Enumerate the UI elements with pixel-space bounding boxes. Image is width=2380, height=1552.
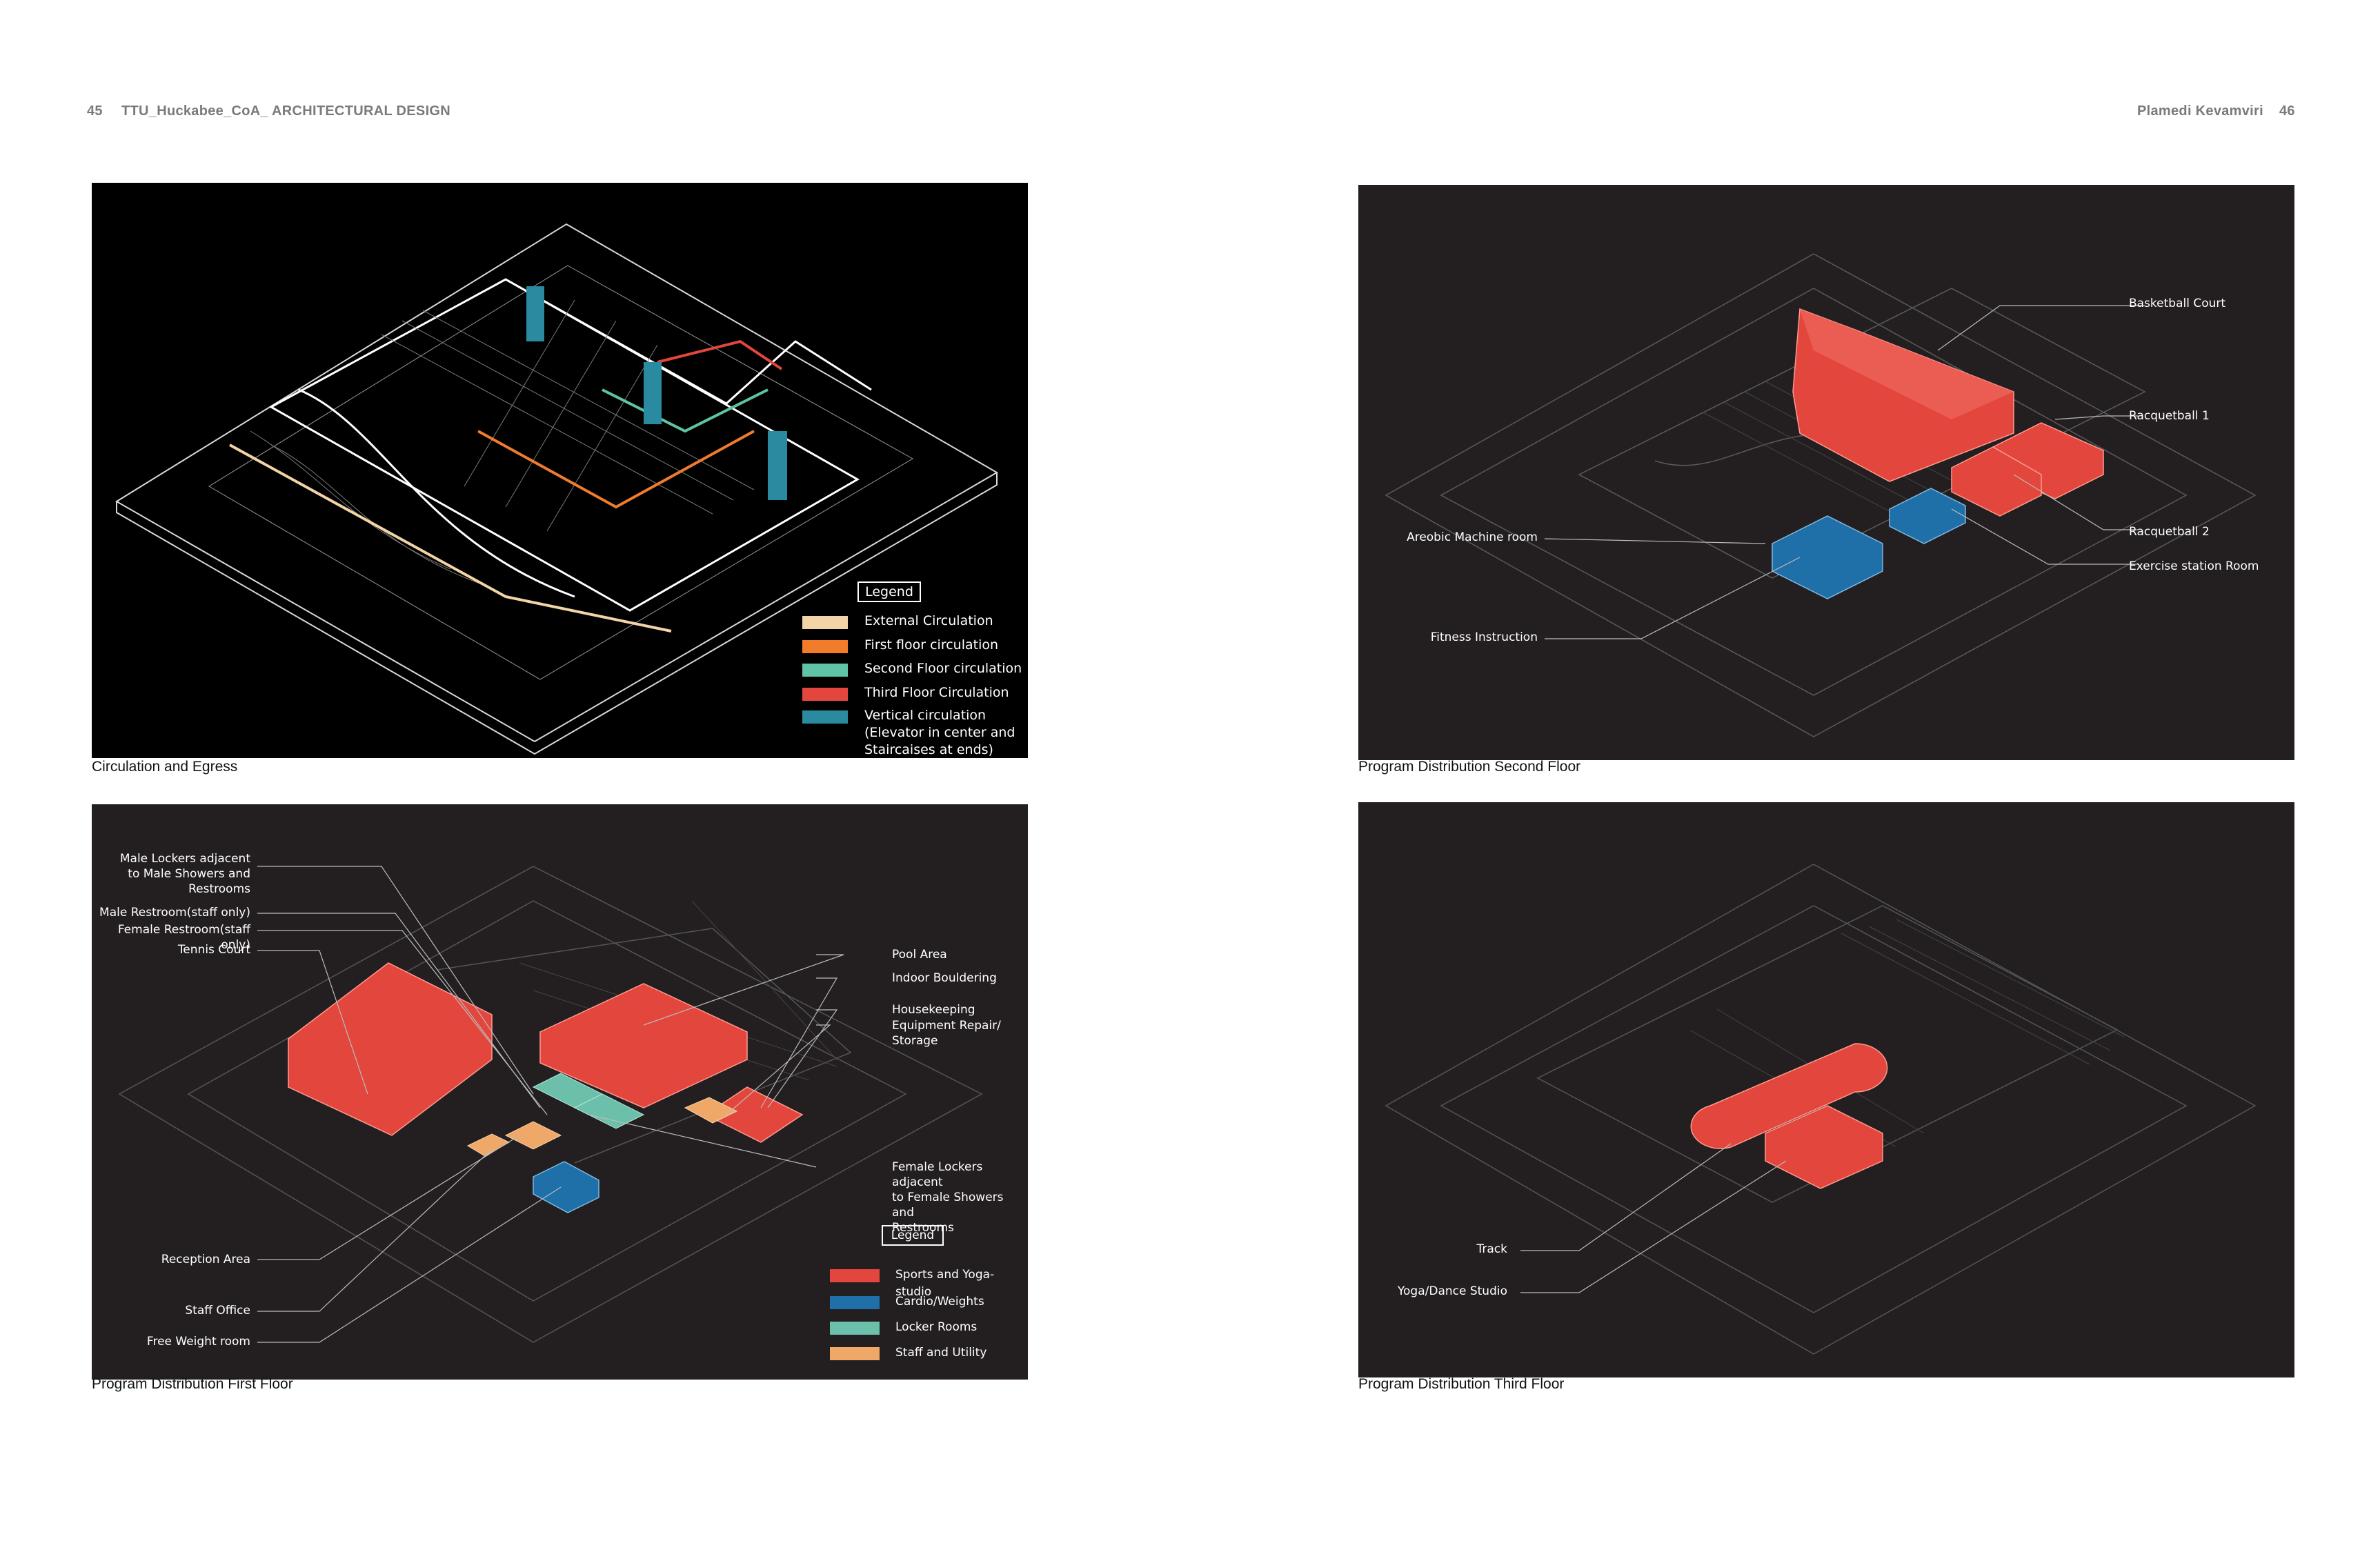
track-volume — [1690, 1043, 1888, 1149]
label-fitness-instruction: Fitness Instruction — [1430, 630, 1538, 644]
vertical-circulation-cores — [526, 286, 787, 500]
legend-swatch-cardio-weights — [830, 1296, 880, 1309]
author-name: Plamedi Kevamviri — [2137, 103, 2263, 119]
label-housekeeping: Housekeeping — [892, 1003, 975, 1017]
second-floor-caption: Program Distribution Second Floor — [1358, 759, 1581, 775]
left-page-title: TTU_Huckabee_CoA_ ARCHITECTURAL DESIGN — [121, 103, 451, 119]
yoga-dance-studio-volume — [1765, 1105, 1883, 1189]
tennis-court-volume — [288, 962, 493, 1136]
second-floor-circulation-path — [602, 388, 768, 433]
legend-swatch-second-floor — [802, 664, 848, 677]
third-floor-axonometric-drawing — [1385, 864, 2257, 1355]
legend-label-sports-yoga: Sports and Yoga-studio — [895, 1268, 995, 1299]
label-basketball-court: Basketball Court — [2129, 297, 2226, 310]
label-racquetball-1: Racquetball 1 — [2129, 409, 2210, 423]
pool-area-volume — [539, 983, 748, 1108]
label-free-weight-room: Free Weight room — [146, 1335, 250, 1349]
label-tennis-court: Tennis Court — [177, 943, 250, 957]
label-indoor-bouldering: Indoor Bouldering — [892, 971, 997, 985]
label-yoga-dance-studio: Yoga/Dance Studio — [1397, 1284, 1507, 1298]
label-exercise-station: Exercise station Room — [2129, 559, 2259, 573]
left-page-number: 45 — [87, 103, 103, 119]
legend-swatch-first-floor — [802, 640, 848, 653]
site-base-outline — [115, 223, 998, 743]
legend-swatch-external — [802, 616, 848, 629]
legend-swatch-sports-yoga — [830, 1269, 880, 1282]
second-floor-axonometric-drawing — [1385, 253, 2257, 737]
legend-label-external: External Circulation — [864, 613, 993, 628]
first-floor-legend-title: Legend — [882, 1225, 944, 1246]
label-reception-area: Reception Area — [161, 1253, 250, 1266]
first-floor-axonometric-drawing — [118, 866, 983, 1343]
legend-label-vertical: Vertical circulation (Elevator in center… — [864, 708, 1015, 757]
label-female-lockers: Female Lockers adjacent to Female Shower… — [892, 1160, 1004, 1235]
third-floor-circulation-path — [657, 339, 783, 370]
label-track: Track — [1476, 1242, 1507, 1256]
first-floor-diagram-panel: Male Lockers adjacent to Male Showers an… — [92, 804, 1028, 1380]
legend-label-cardio-weights: Cardio/Weights — [895, 1295, 984, 1309]
label-racquetball-2: Racquetball 2 — [2129, 525, 2210, 539]
external-circulation-path — [229, 444, 672, 633]
label-female-restroom: Female Restroom(staff only) — [117, 923, 250, 952]
legend-label-second-floor: Second Floor circulation — [864, 661, 1022, 676]
legend-label-staff-utility: Staff and Utility — [895, 1346, 987, 1360]
circulation-axonometric-drawing — [115, 223, 998, 755]
exercise-station-volume — [1889, 488, 1966, 544]
staff-utility-volumes — [466, 1097, 738, 1157]
free-weight-volume — [533, 1161, 599, 1213]
first-floor-caption: Program Distribution First Floor — [92, 1376, 293, 1392]
racquetball-2-volume — [1951, 446, 2042, 517]
legend-swatch-third-floor — [802, 688, 848, 701]
label-aerobic-machine: Areobic Machine room — [1407, 530, 1538, 544]
circulation-diagram-panel: Legend External Circulation First floor … — [92, 183, 1028, 758]
legend-label-locker-rooms: Locker Rooms — [895, 1320, 978, 1334]
second-floor-diagram-panel: Basketball Court Racquetball 1 Racquetba… — [1358, 185, 2294, 760]
third-floor-diagram-panel: Track Yoga/Dance Studio — [1358, 802, 2294, 1377]
label-equipment-repair: Equipment Repair/ Storage — [892, 1019, 1001, 1048]
aerobic-machine-volume — [1772, 515, 1883, 599]
legend-swatch-staff-utility — [830, 1347, 880, 1360]
basketball-court-volume — [1792, 308, 2014, 482]
locker-rooms-volumes — [532, 1073, 645, 1129]
label-staff-office: Staff Office — [185, 1304, 250, 1317]
first-floor-circulation-path — [477, 430, 755, 509]
third-floor-caption: Program Distribution Third Floor — [1358, 1376, 1565, 1392]
label-male-lockers: Male Lockers adjacent to Male Showers an… — [119, 852, 250, 896]
label-pool-area: Pool Area — [892, 948, 947, 962]
legend-swatch-vertical — [802, 710, 848, 724]
building-outline — [268, 278, 860, 612]
legend-label-third-floor: Third Floor Circulation — [864, 685, 1009, 700]
legend-label-first-floor: First floor circulation — [864, 637, 999, 653]
circulation-legend-title: Legend — [857, 581, 921, 602]
legend-swatch-locker-rooms — [830, 1322, 880, 1335]
label-male-restroom: Male Restroom(staff only) — [99, 906, 250, 919]
circulation-caption: Circulation and Egress — [92, 759, 238, 775]
indoor-bouldering-volume — [704, 1086, 804, 1143]
right-page-number: 46 — [2279, 103, 2295, 119]
